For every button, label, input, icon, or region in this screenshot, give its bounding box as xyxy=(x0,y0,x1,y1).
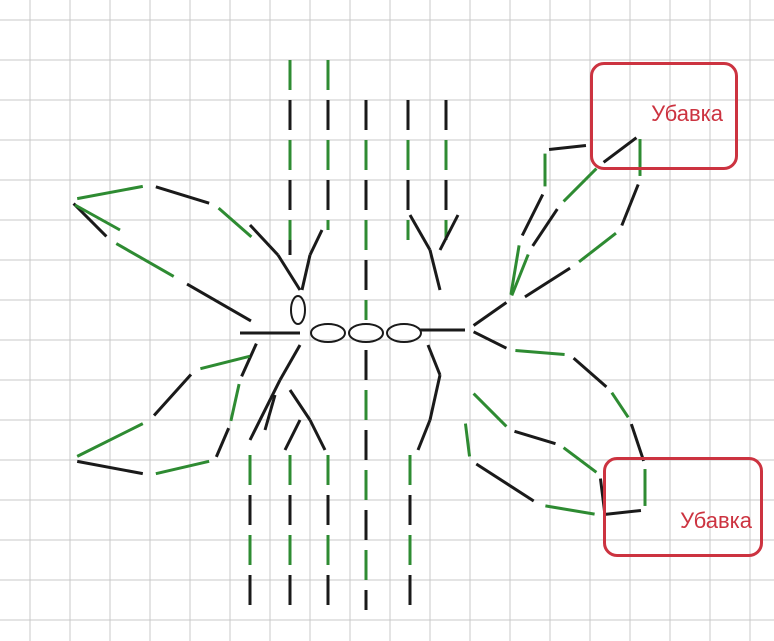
chain-loop xyxy=(290,295,306,325)
decrease-label-bottom: Убавка xyxy=(603,457,763,557)
stitch-mark xyxy=(578,231,617,264)
decrease-label-text: Убавка xyxy=(651,101,723,126)
stitch-mark xyxy=(510,253,530,297)
stitch-mark xyxy=(520,193,545,237)
chain-loop xyxy=(386,323,422,343)
stitch-mark xyxy=(524,266,571,299)
stitch-mark xyxy=(603,508,642,517)
stitch-mark xyxy=(428,249,442,291)
stitch-mark xyxy=(426,344,442,376)
stitch-mark xyxy=(217,207,253,238)
stitch-mark xyxy=(229,383,241,422)
stitches xyxy=(72,60,647,610)
stitch-mark xyxy=(475,462,535,503)
stitch-mark xyxy=(472,301,508,327)
stitch-mark xyxy=(531,208,559,247)
stitch-mark xyxy=(472,392,508,428)
stitch-mark xyxy=(514,429,556,446)
stitch-mark xyxy=(74,203,121,232)
stitch-mark xyxy=(283,419,302,451)
stitch-mark xyxy=(248,223,280,257)
stitch-mark xyxy=(200,354,250,371)
stitch-mark xyxy=(545,504,595,516)
stitch-mark xyxy=(610,391,630,419)
chain-stitches xyxy=(290,295,422,343)
stitch-mark xyxy=(240,342,258,378)
stitch-mark xyxy=(562,446,598,474)
stitch-mark xyxy=(438,214,460,251)
decrease-label-text: Убавка xyxy=(680,508,752,533)
stitch-mark xyxy=(186,282,252,323)
stitch-mark xyxy=(602,136,638,164)
decrease-label-top: Убавка xyxy=(590,62,738,170)
stitch-mark xyxy=(76,422,144,458)
stitch-mark xyxy=(300,254,312,291)
stitch-mark xyxy=(278,344,302,381)
stitch-mark xyxy=(572,357,608,388)
stitch-mark xyxy=(115,242,175,278)
stitch-mark xyxy=(248,379,282,441)
stitch-mark xyxy=(463,423,472,457)
stitch-mark xyxy=(155,459,210,476)
stitch-mark xyxy=(629,423,646,462)
stitch-mark xyxy=(72,202,108,238)
stitch-mark xyxy=(76,459,144,476)
stitch-mark xyxy=(76,184,144,201)
stitch-mark xyxy=(152,373,193,417)
stitch-mark xyxy=(308,229,324,256)
stitch-mark xyxy=(515,348,565,357)
stitch-mark xyxy=(620,183,640,227)
stitch-mark xyxy=(276,254,302,291)
stitch-mark xyxy=(548,143,587,152)
stitch-mark xyxy=(509,245,521,295)
stitch-mark xyxy=(408,214,432,251)
stitch-mark xyxy=(472,330,508,350)
stitch-mark xyxy=(308,419,327,451)
stitch-mark xyxy=(562,167,598,203)
stitch-mark xyxy=(416,419,432,451)
stitch-mark xyxy=(263,394,277,431)
chain-loop xyxy=(348,323,384,343)
stitch-mark xyxy=(428,374,442,421)
chain-loop xyxy=(310,323,346,343)
stitch-mark xyxy=(155,185,210,205)
stitch-mark xyxy=(288,389,312,421)
stitch-mark xyxy=(214,427,231,458)
